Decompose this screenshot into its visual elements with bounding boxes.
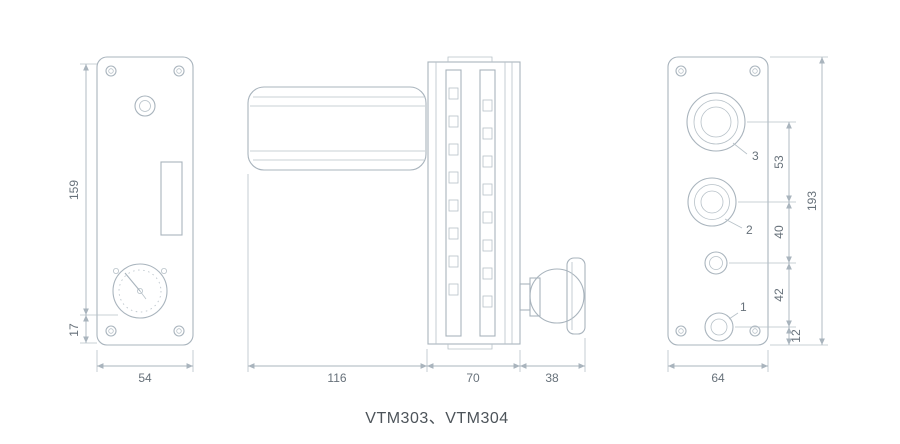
rear-dimensions: 53 40 42 12 193 64 bbox=[667, 56, 828, 385]
gauge-pivot bbox=[136, 287, 143, 294]
pressure-gauge bbox=[112, 263, 168, 319]
front-knob bbox=[134, 95, 156, 117]
dim-rear-width: 64 bbox=[711, 371, 725, 385]
motor-body bbox=[247, 86, 427, 171]
rear-view: 3 2 1 bbox=[667, 56, 828, 385]
port-3: 3 bbox=[686, 92, 759, 163]
front-slot bbox=[160, 161, 183, 236]
caption: VTM303、VTM304 bbox=[365, 410, 508, 427]
gauge-needle bbox=[124, 272, 141, 292]
port-2-label: 2 bbox=[746, 223, 753, 237]
rear-corner-holes bbox=[675, 65, 761, 337]
dim-side-fin-length: 70 bbox=[466, 371, 480, 385]
dim-rear-spacing-top: 53 bbox=[772, 155, 786, 169]
dim-rear-overall-height: 193 bbox=[805, 191, 819, 211]
fin-rail-right bbox=[479, 69, 496, 337]
fin-rail-left bbox=[445, 69, 462, 337]
port-1-label: 1 bbox=[740, 300, 747, 314]
port-2: 2 bbox=[687, 177, 753, 237]
dim-side-knob-length: 38 bbox=[545, 371, 559, 385]
dim-front-bottom-offset: 17 bbox=[67, 323, 81, 337]
dim-rear-spacing-mid: 40 bbox=[772, 225, 786, 239]
gauge-screw-right bbox=[160, 267, 167, 274]
gauge-screw-left bbox=[113, 267, 120, 274]
side-knob bbox=[519, 257, 586, 335]
dim-rear-bottom-offset: 12 bbox=[789, 329, 803, 343]
front-dimensions: 159 17 54 bbox=[67, 63, 194, 385]
port-1: 1 bbox=[704, 300, 747, 342]
dim-front-width: 54 bbox=[138, 371, 152, 385]
side-dimensions: 116 70 38 bbox=[247, 174, 586, 385]
side-view: 116 70 38 bbox=[247, 56, 586, 385]
front-corner-holes bbox=[105, 65, 185, 337]
rear-panel-outline bbox=[667, 56, 769, 346]
fin-block bbox=[427, 56, 521, 350]
fin-segments bbox=[448, 87, 493, 308]
port-3-label: 3 bbox=[752, 149, 759, 163]
dim-side-body-length: 116 bbox=[327, 371, 346, 385]
front-view: 159 17 54 bbox=[67, 56, 194, 385]
dim-rear-spacing-low: 42 bbox=[772, 288, 786, 302]
port-small bbox=[704, 251, 728, 275]
gauge-tick-ring bbox=[118, 269, 162, 313]
dim-front-height: 159 bbox=[67, 180, 81, 200]
front-panel-outline bbox=[96, 56, 194, 346]
knob-cap bbox=[566, 257, 586, 335]
